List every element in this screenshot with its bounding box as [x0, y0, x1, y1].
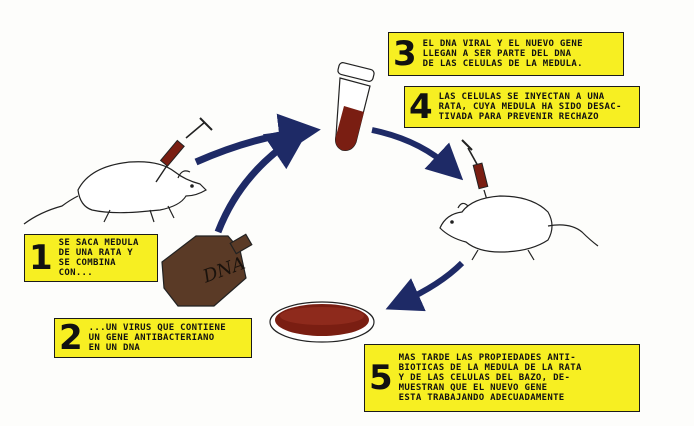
rat-right-icon	[439, 195, 599, 261]
step-1-text: SE SACA MEDULA DE UNA RATA Y SE COMBINA …	[58, 238, 139, 278]
step-1-number: 1	[29, 238, 53, 278]
arrow-tube-to-rat	[371, 127, 464, 181]
step-2-callout: 2 ...UN VIRUS QUE CONTIENE UN GENE ANTIB…	[54, 318, 252, 358]
arrow-rat-to-dish	[385, 260, 465, 312]
arrow-bottle-to-tube	[214, 128, 310, 234]
step-3-text: EL DNA VIRAL Y EL NUEVO GENE LLEGAN A SE…	[422, 39, 583, 69]
step-2-text: ...UN VIRUS QUE CONTIENE UN GENE ANTIBAC…	[88, 323, 226, 353]
petri-dish-icon	[269, 301, 375, 343]
step-3-callout: 3 EL DNA VIRAL Y EL NUEVO GENE LLEGAN A …	[388, 32, 624, 76]
step-3-number: 3	[393, 34, 417, 74]
dna-bottle-icon: DNA	[161, 233, 253, 307]
syringe-left-icon	[155, 117, 213, 183]
step-2-number: 2	[59, 318, 83, 358]
step-4-text: LAS CELULAS SE INYECTAN A UNA RATA, CUYA…	[438, 92, 622, 122]
step-1-callout: 1 SE SACA MEDULA DE UNA RATA Y SE COMBIN…	[24, 234, 158, 282]
step-4-callout: 4 LAS CELULAS SE INYECTAN A UNA RATA, CU…	[404, 86, 640, 128]
test-tube-icon	[335, 62, 375, 151]
rat-left-icon	[23, 161, 207, 225]
step-4-number: 4	[409, 87, 433, 127]
step-5-callout: 5 MAS TARDE LAS PROPIEDADES ANTI- BIOTIC…	[364, 344, 640, 412]
step-5-text: MAS TARDE LAS PROPIEDADES ANTI- BIOTICAS…	[398, 353, 582, 403]
step-5-number: 5	[369, 358, 393, 398]
